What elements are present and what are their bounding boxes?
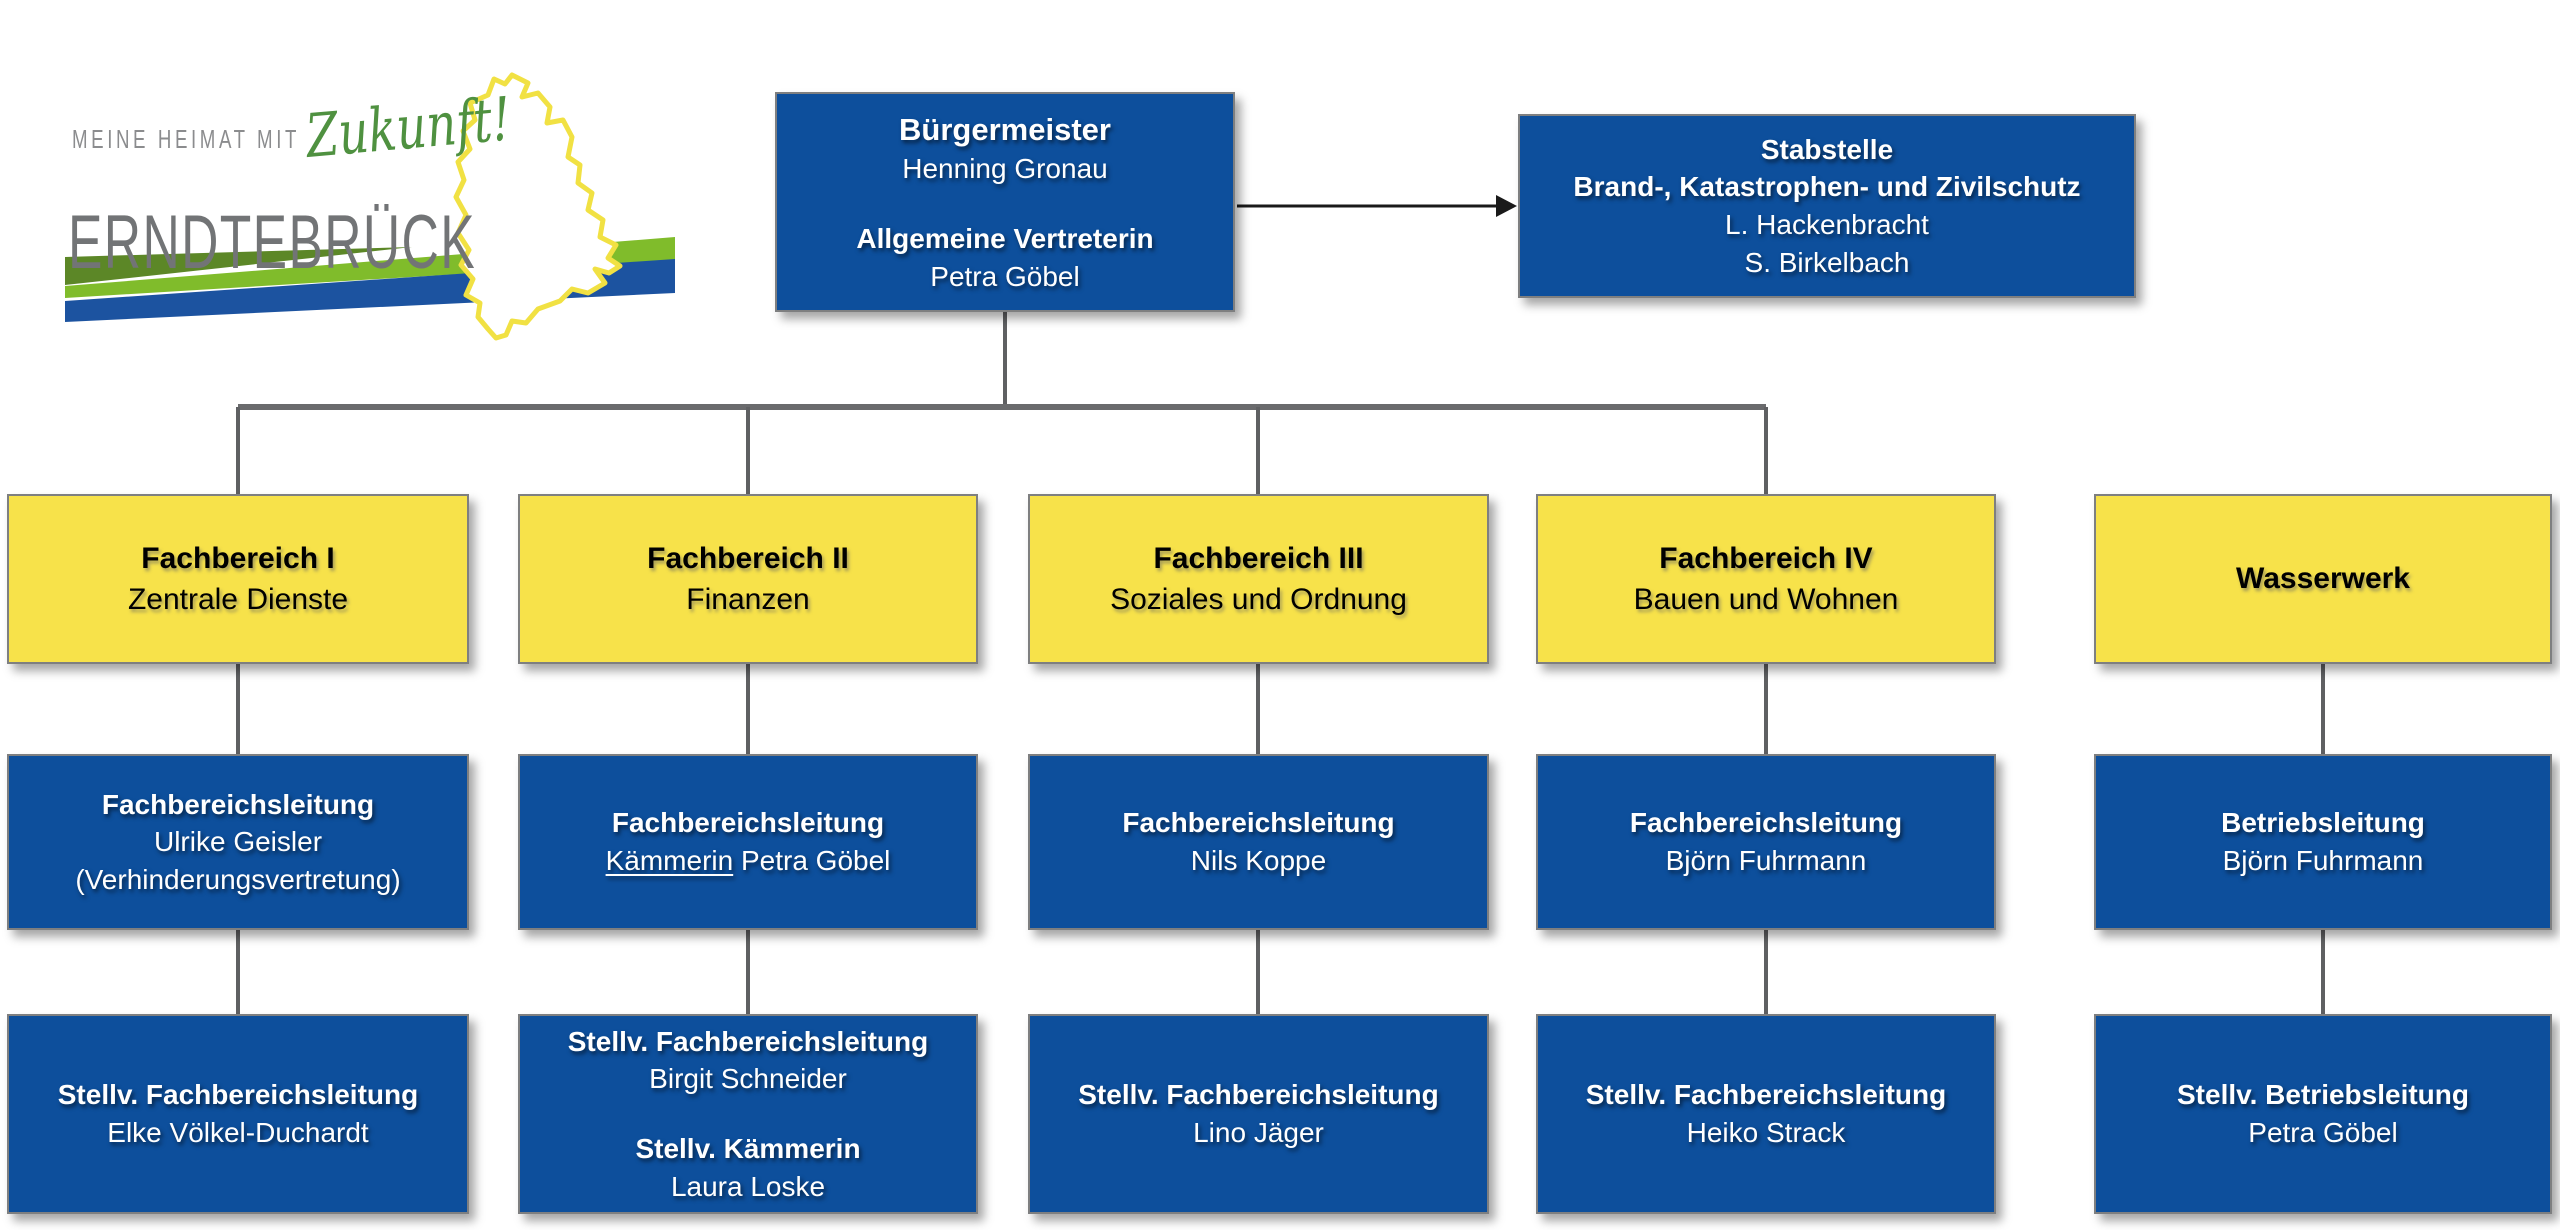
dept-box-fb4: Fachbereich IV Bauen und Wohnen xyxy=(1536,494,1996,664)
head-note: (Verhinderungsvertretung) xyxy=(75,863,401,895)
head-role: Fachbereichsleitung xyxy=(101,788,375,820)
head-role: Fachbereichsleitung xyxy=(1122,807,1395,839)
dept-title: Fachbereich I xyxy=(141,541,335,575)
mayor-title: Bürgermeister xyxy=(899,111,1111,147)
deputy-name: Petra Göbel xyxy=(2248,1117,2398,1148)
head-name-text: Petra Göbel xyxy=(740,845,891,876)
mayor-box: Bürgermeister Henning Gronau Allgemeine … xyxy=(775,92,1235,312)
mayor-deputy-name: Petra Göbel xyxy=(930,260,1080,292)
deputy-role: Stellv. Fachbereichsleitung xyxy=(1585,1079,1947,1111)
dept-box-fb1: Fachbereich I Zentrale Dienste xyxy=(7,494,469,664)
deputy2-name: Laura Loske xyxy=(670,1170,826,1202)
dept-title: Wasserwerk xyxy=(2236,562,2410,596)
deputy-name: Birgit Schneider xyxy=(649,1063,847,1095)
deputy-role: Stellv. Fachbereichsleitung xyxy=(57,1079,419,1111)
deputy-name: Elke Völkel-Duchardt xyxy=(107,1117,369,1148)
dept-box-wasserwerk: Wasserwerk xyxy=(2094,494,2552,664)
dept-title: Fachbereich II xyxy=(647,541,849,575)
staff-unit-box: Stabstelle Brand-, Katastrophen- und Ziv… xyxy=(1518,114,2136,298)
deputy2-role: Stellv. Kämmerin xyxy=(635,1133,861,1164)
head-name: Björn Fuhrmann xyxy=(1665,845,1867,876)
logo-wordmark: ERNDTEBRÜCK xyxy=(68,200,476,285)
head-name: Kämmerin Petra Göbel xyxy=(606,842,891,880)
head-name: Ulrike Geisler xyxy=(153,826,323,858)
staff-unit-title: Stabstelle xyxy=(1760,133,1894,165)
dept-title: Fachbereich III xyxy=(1153,541,1364,575)
municipality-logo: MEINE HEIMAT MIT Zukunft! ERNDTEBRÜCK xyxy=(65,72,675,341)
deputy-role: Stellv. Fachbereichsleitung xyxy=(1078,1079,1439,1111)
logo-boundary-map-outline xyxy=(453,72,623,341)
dept-subtitle: Soziales und Ordnung xyxy=(1110,583,1407,616)
dept-box-fb2: Fachbereich II Finanzen xyxy=(518,494,978,664)
head-title-underlined: Kämmerin xyxy=(605,845,734,876)
deputy-name: Heiko Strack xyxy=(1686,1117,1846,1148)
deputy-box-wasserwerk: Stellv. Betriebsleitung Petra Göbel xyxy=(2094,1014,2552,1214)
deputy-name: Lino Jäger xyxy=(1193,1117,1324,1148)
staff-unit-member: S. Birkelbach xyxy=(1744,246,1910,278)
head-role: Fachbereichsleitung xyxy=(611,807,885,839)
dept-box-fb3: Fachbereich III Soziales und Ordnung xyxy=(1028,494,1489,664)
head-role: Fachbereichsleitung xyxy=(1629,807,1903,839)
dept-subtitle: Bauen und Wohnen xyxy=(1633,583,1899,616)
head-name: Björn Fuhrmann xyxy=(2222,845,2424,876)
deputy-box-fb1: Stellv. Fachbereichsleitung Elke Völkel-… xyxy=(7,1014,469,1214)
dept-subtitle: Finanzen xyxy=(686,583,810,616)
mayor-name: Henning Gronau xyxy=(902,153,1108,185)
deputy-role: Stellv. Betriebsleitung xyxy=(2177,1079,2469,1111)
dept-title: Fachbereich IV xyxy=(1659,541,1873,575)
head-box-fb2: Fachbereichsleitung Kämmerin Petra Göbel xyxy=(518,754,978,930)
logo-stripe-dark-green xyxy=(65,247,412,285)
deputy-box-fb2: Stellv. Fachbereichsleitung Birgit Schne… xyxy=(518,1014,978,1214)
head-box-fb4: Fachbereichsleitung Björn Fuhrmann xyxy=(1536,754,1996,930)
head-name: Nils Koppe xyxy=(1190,845,1327,876)
head-box-fb3: Fachbereichsleitung Nils Koppe xyxy=(1028,754,1489,930)
dept-subtitle: Zentrale Dienste xyxy=(127,583,349,616)
head-box-wasserwerk: Betriebsleitung Björn Fuhrmann xyxy=(2094,754,2552,930)
mayor-deputy-title: Allgemeine Vertreterin xyxy=(856,223,1154,254)
staff-unit-member: L. Hackenbracht xyxy=(1725,209,1929,240)
mayor-staff-arrow-head xyxy=(1496,195,1517,217)
head-box-fb1: Fachbereichsleitung Ulrike Geisler (Verh… xyxy=(7,754,469,930)
deputy-box-fb3: Stellv. Fachbereichsleitung Lino Jäger xyxy=(1028,1014,1489,1214)
head-role: Betriebsleitung xyxy=(2221,807,2425,839)
logo-tagline: MEINE HEIMAT MIT xyxy=(72,124,300,154)
deputy-box-fb4: Stellv. Fachbereichsleitung Heiko Strack xyxy=(1536,1014,1996,1214)
deputy-role: Stellv. Fachbereichsleitung xyxy=(567,1025,929,1057)
staff-unit-subtitle: Brand-, Katastrophen- und Zivilschutz xyxy=(1573,171,2081,203)
